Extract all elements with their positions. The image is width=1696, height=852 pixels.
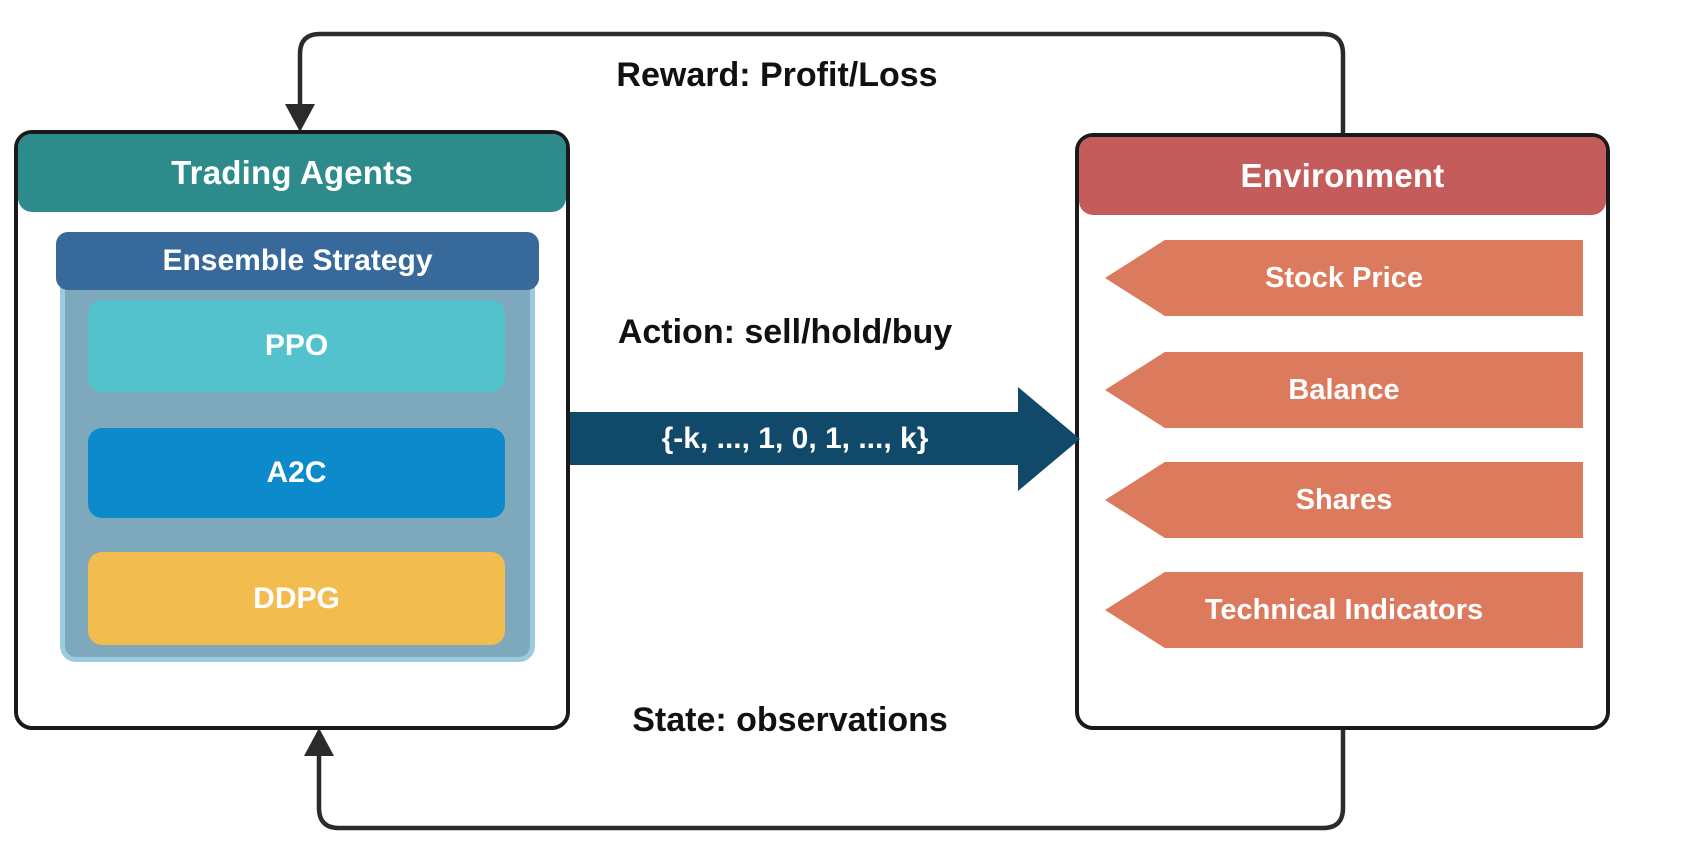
reward-flow-label: Reward: Profit/Loss xyxy=(616,56,938,94)
trading-agents-header: Trading Agents xyxy=(18,134,566,212)
state-arrowhead-icon xyxy=(304,728,334,756)
ensemble-strategy-header: Ensemble Strategy xyxy=(56,232,539,290)
state-loop-line xyxy=(316,730,1346,831)
observation-arrow-stock-price: Stock Price xyxy=(1105,240,1583,316)
observation-arrow-technical-indicators: Technical Indicators xyxy=(1105,572,1583,648)
environment-box: Environment Stock Price Balance Shares T… xyxy=(1075,133,1610,730)
reward-arrowhead-icon xyxy=(285,104,315,132)
environment-header: Environment xyxy=(1079,137,1606,215)
action-arrow: {-k, ..., 1, 0, 1, ..., k} xyxy=(570,412,1020,465)
reward-loop-line xyxy=(297,31,1346,133)
algorithm-box-a2c: A2C xyxy=(88,428,505,518)
action-flow-label: Action: sell/hold/buy xyxy=(617,313,953,351)
algorithm-box-ppo: PPO xyxy=(88,300,505,392)
algorithm-box-ddpg: DDPG xyxy=(88,552,505,645)
state-flow-label: State: observations xyxy=(632,701,948,739)
observation-arrow-balance: Balance xyxy=(1105,352,1583,428)
observation-arrow-shares: Shares xyxy=(1105,462,1583,538)
trading-agents-box: Trading Agents Ensemble Strategy PPO A2C… xyxy=(14,130,570,730)
